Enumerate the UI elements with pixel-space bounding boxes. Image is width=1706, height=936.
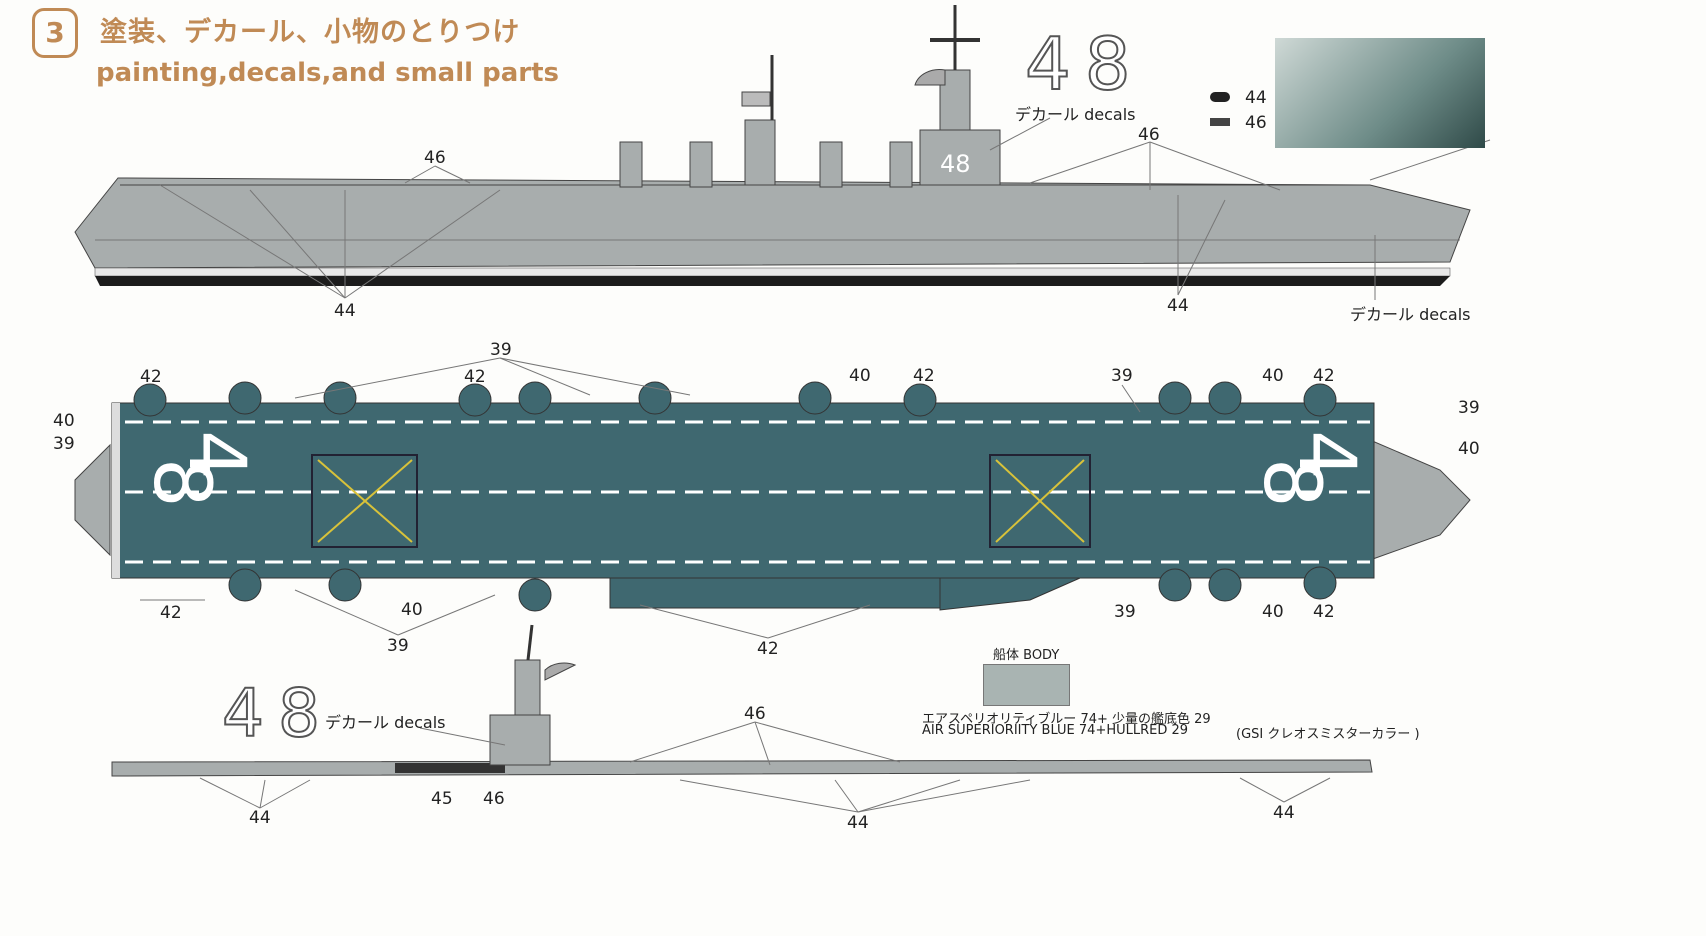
side-view-leader-lines [159, 117, 1491, 300]
bottom-view-ship [111, 624, 1373, 777]
svg-text:8: 8 [1246, 458, 1336, 508]
paint-description-jp: エアスペリオリティブルー 74+ 少量の艦底色 29 [922, 712, 1211, 727]
callout-42: 42 [160, 603, 182, 623]
decal-label-bottom: デカール decals [325, 713, 446, 732]
callout-39: 39 [1458, 398, 1480, 418]
legend-part-46: 46 [1245, 113, 1267, 133]
hull-number-decal-preview-bottom: 48 [221, 674, 334, 753]
paint-swatch [983, 664, 1070, 706]
callout-42: 42 [140, 367, 162, 387]
step-number-badge: 3 [32, 8, 78, 58]
title-english: painting,decals,and small parts [96, 58, 559, 88]
callout-40: 40 [1458, 439, 1480, 459]
callout-46: 46 [744, 704, 766, 724]
svg-text:48: 48 [940, 150, 971, 178]
deck-view-ship: 4 8 4 8 [74, 381, 1471, 612]
title-japanese: 塗装、デカール、小物のとりつけ [100, 17, 521, 48]
svg-text:4: 4 [171, 430, 261, 480]
callout-42: 42 [757, 639, 779, 659]
callout-40: 40 [1262, 602, 1284, 622]
callout-44: 44 [847, 813, 869, 833]
callout-42: 42 [1313, 366, 1335, 386]
reference-photo [1275, 38, 1485, 148]
callout-39: 39 [387, 636, 409, 656]
callout-46: 46 [483, 789, 505, 809]
svg-text:8: 8 [136, 458, 226, 508]
callout-40: 40 [1262, 366, 1284, 386]
callout-39: 39 [1111, 366, 1133, 386]
callout-42: 42 [464, 367, 486, 387]
svg-text:4: 4 [1281, 430, 1371, 480]
callout-44: 44 [334, 301, 356, 321]
callout-39: 39 [490, 340, 512, 360]
decal-label-bow: デカール decals [1350, 305, 1471, 324]
callout-46: 46 [1138, 125, 1160, 145]
deck-view-leader-lines [140, 357, 1141, 639]
callout-39: 39 [1114, 602, 1136, 622]
callout-40: 40 [53, 411, 75, 431]
callout-40: 40 [849, 366, 871, 386]
callout-46: 46 [424, 148, 446, 168]
paint-description-en: AIR SUPERIORIITY BLUE 74+HULLRED 29 [922, 723, 1189, 738]
decal-label-island: デカール decals [1015, 105, 1136, 124]
callout-42: 42 [1313, 602, 1335, 622]
callout-44: 44 [249, 808, 271, 828]
callout-40: 40 [401, 600, 423, 620]
callout-44: 44 [1273, 803, 1295, 823]
callout-39: 39 [53, 434, 75, 454]
callout-45: 45 [431, 789, 453, 809]
side-view-ship: 48 [74, 5, 1471, 286]
searchlight-part-icon [1210, 92, 1230, 102]
hull-number-decal-preview-top: 48 [1024, 21, 1145, 107]
radar-part-icon [1210, 118, 1230, 126]
callout-44: 44 [1167, 296, 1189, 316]
paint-swatch-label: 船体 BODY [993, 648, 1060, 663]
bottom-view-leader-lines [199, 721, 1331, 813]
legend-part-44: 44 [1245, 88, 1267, 108]
callout-42: 42 [913, 366, 935, 386]
paint-brand: (GSI クレオスミスターカラー ) [1236, 727, 1420, 742]
